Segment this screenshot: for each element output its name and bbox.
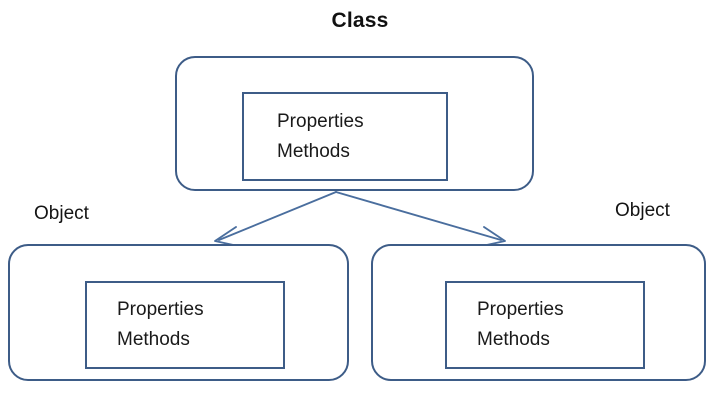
- class-methods-label: Methods: [277, 140, 350, 162]
- object-right-label: Object: [615, 200, 670, 221]
- object-left-members-box: Properties Methods: [85, 281, 285, 369]
- object-right-methods-label: Methods: [477, 329, 550, 350]
- object-left-methods-label: Methods: [117, 329, 190, 350]
- connector-class-to-object-right: [335, 191, 506, 247]
- class-properties-label: Properties: [277, 110, 364, 132]
- connector-line: [335, 191, 502, 241]
- object-right-members-box: Properties Methods: [445, 281, 645, 369]
- object-left-properties-label: Properties: [117, 299, 204, 320]
- object-left-label: Object: [34, 203, 89, 224]
- object-right-properties-label: Properties: [477, 299, 564, 320]
- connector-line: [218, 191, 337, 241]
- page-title: Class: [331, 9, 389, 32]
- connector-class-to-object-left: [214, 191, 337, 247]
- class-members-box: Properties Methods: [242, 92, 448, 181]
